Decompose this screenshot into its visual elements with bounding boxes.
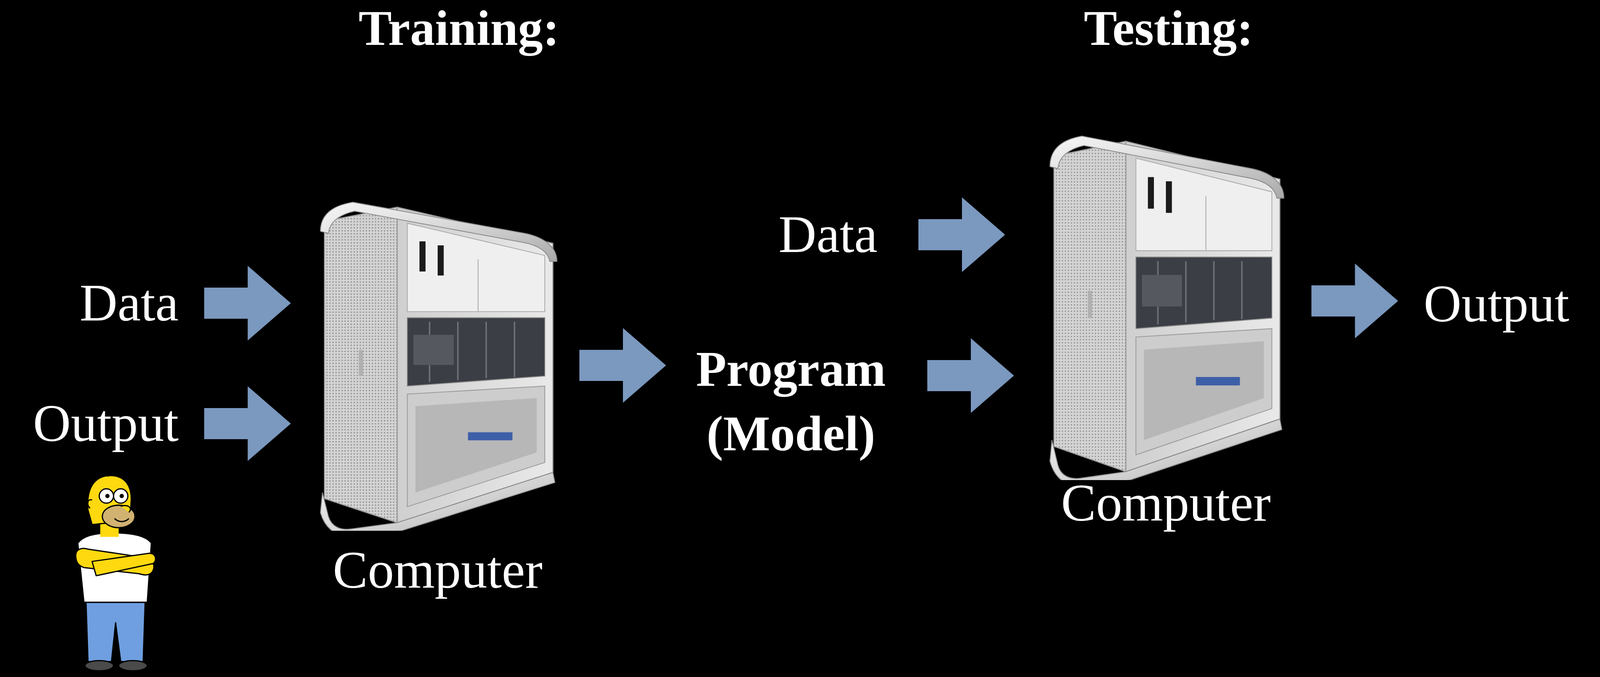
tower: [320, 202, 557, 531]
node-text: Data: [778, 204, 878, 265]
homer-figure: [61, 469, 169, 674]
block-arrow: [204, 265, 292, 341]
computer-illustration: [1045, 132, 1286, 480]
section-title: Testing:: [1083, 0, 1254, 56]
node-label: Computer: [316, 541, 559, 599]
cartoon-man: [75, 471, 156, 671]
node-text: Program (Model): [686, 336, 896, 466]
node-text: Data: [79, 272, 179, 334]
block-arrow: [204, 386, 292, 461]
node-label: Computer: [1045, 474, 1286, 532]
text-node: Output: [1423, 273, 1570, 335]
section-title: Training:: [358, 0, 560, 56]
block-arrow: [1311, 263, 1399, 339]
text-node: Program (Model): [686, 336, 896, 466]
block-arrow: [579, 327, 667, 403]
text-node: Data: [778, 204, 878, 265]
node-text: Output: [1423, 273, 1570, 335]
tower: [1049, 135, 1285, 480]
computer-illustration: [316, 199, 559, 531]
text-node: Data: [79, 272, 179, 334]
block-arrow: [927, 338, 1014, 413]
block-arrow: [918, 197, 1006, 272]
computer-node: Computer: [1045, 132, 1286, 532]
computer-node: Computer: [316, 199, 559, 599]
node-text: Output: [32, 393, 179, 454]
text-node: Output: [32, 393, 179, 454]
